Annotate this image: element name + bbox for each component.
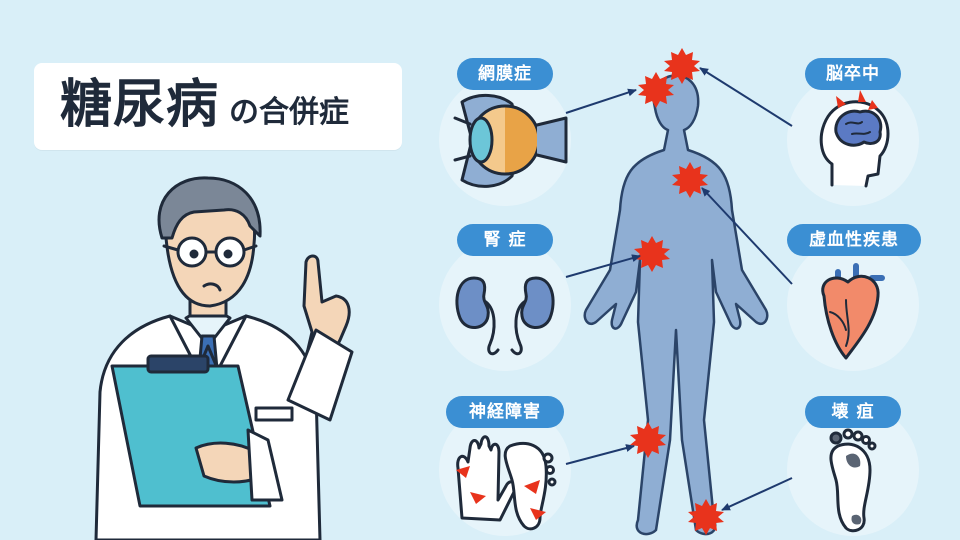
- eye-icon: [453, 94, 568, 188]
- title-main: 糖尿病: [60, 75, 220, 135]
- label-retinopathy: 網膜症: [457, 58, 553, 90]
- connector-arrows: [565, 67, 793, 511]
- arrow-heart-disease: [701, 187, 793, 285]
- kidney-icon: [455, 276, 555, 356]
- title-sub: の合併症: [229, 95, 349, 130]
- pain-marks: [456, 466, 546, 520]
- burst-head: [664, 48, 700, 84]
- arrow-neuropathy: [565, 444, 635, 465]
- heart-icon: [821, 263, 885, 360]
- burst-knee: [630, 422, 666, 458]
- arrow-nephropathy: [565, 254, 641, 278]
- burst-eye: [638, 72, 674, 108]
- label-gangrene: 壊 疽: [805, 396, 901, 428]
- human-body: [583, 74, 769, 536]
- label-stroke: 脳卒中: [805, 58, 901, 90]
- label-neuropathy: 神経障害: [446, 396, 564, 428]
- title-panel: 糖尿病 の合併症: [34, 63, 402, 150]
- nephropathy-circle: [439, 239, 571, 371]
- arrow-stroke: [699, 67, 793, 127]
- stroke-marks: [836, 90, 878, 110]
- label-nephropathy: 腎 症: [457, 224, 553, 256]
- foot-sole-icon: [829, 428, 877, 533]
- brain-icon: [819, 100, 890, 188]
- arrow-gangrene: [721, 477, 793, 511]
- burst-markers: [630, 48, 724, 535]
- burst-foot: [688, 499, 724, 535]
- doctor-illustration: [94, 176, 354, 540]
- burst-kidney: [634, 236, 670, 272]
- label-heart-disease: 虚血性疾患: [787, 224, 921, 256]
- arrow-retinopathy: [565, 88, 637, 114]
- burst-chest: [672, 162, 708, 198]
